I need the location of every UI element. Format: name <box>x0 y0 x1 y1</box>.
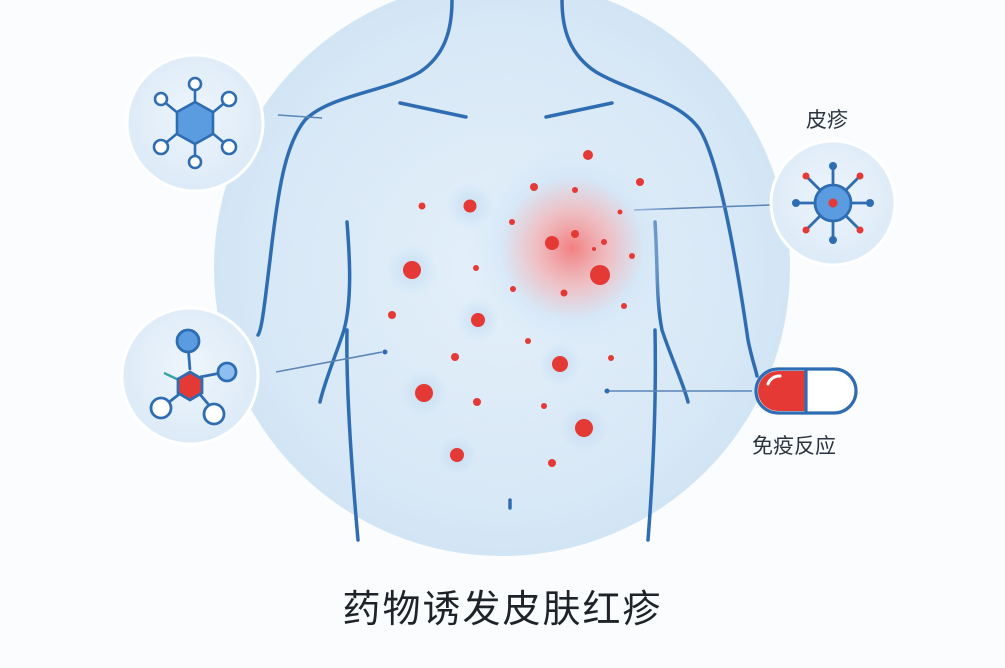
rash-dots <box>388 150 644 467</box>
molecule-hexagon-icon <box>125 53 265 193</box>
page-title: 药物诱发皮肤红疹 <box>342 587 663 631</box>
capsule-icon <box>754 367 858 415</box>
inflammation-glow <box>462 138 682 358</box>
torso-outline <box>256 0 759 542</box>
virus-icon <box>769 139 897 267</box>
immune-response-label: 免疫反应 <box>752 434 836 458</box>
molecule-cluster-icon <box>120 306 260 446</box>
rash-label: 皮疹 <box>806 108 848 132</box>
